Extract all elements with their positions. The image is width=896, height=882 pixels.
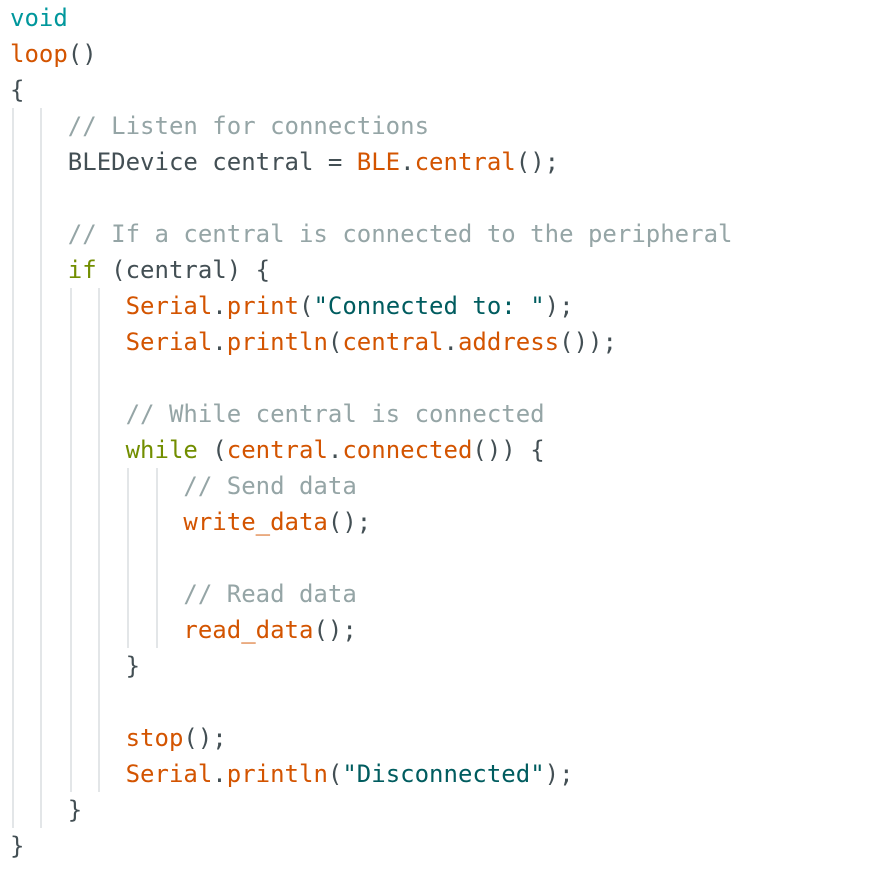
code-token: (central) { <box>96 256 271 284</box>
code-line[interactable]: while (central.connected()) { <box>10 432 545 468</box>
code-line[interactable]: // If a central is connected to the peri… <box>10 216 733 252</box>
code-token: ()) { <box>472 436 545 464</box>
code-token: ( <box>327 328 343 356</box>
code-token: ); <box>544 292 574 320</box>
indent-guide <box>127 468 129 648</box>
code-token: ( <box>327 760 343 788</box>
code-token: . <box>212 292 227 320</box>
code-token: (); <box>515 148 560 176</box>
code-token: void <box>10 4 68 32</box>
code-token: Serial <box>125 760 213 788</box>
code-line[interactable]: BLEDevice central = BLE.central(); <box>10 144 559 180</box>
code-token: central <box>342 328 444 356</box>
code-token <box>10 256 68 284</box>
code-token <box>10 292 126 320</box>
code-token: ( <box>299 292 314 320</box>
code-token: } <box>67 796 83 824</box>
code-token <box>10 580 183 608</box>
code-line[interactable]: Serial.print("Connected to: "); <box>10 288 574 324</box>
code-line[interactable]: // Listen for connections <box>10 108 429 144</box>
indent-guide <box>156 468 158 648</box>
code-token: println <box>226 328 328 356</box>
code-token: { <box>10 76 25 104</box>
code-token: . <box>212 328 227 356</box>
code-token: // Listen for connections <box>67 112 430 140</box>
code-token: while <box>125 436 198 464</box>
code-line[interactable]: } <box>10 648 140 684</box>
code-token: } <box>10 832 25 860</box>
code-token: connected <box>342 436 473 464</box>
code-token: . <box>443 328 458 356</box>
indent-guide <box>40 108 42 828</box>
code-line[interactable]: write_data(); <box>10 504 371 540</box>
code-token: println <box>226 760 328 788</box>
code-token <box>10 760 126 788</box>
code-line[interactable]: { <box>10 72 24 108</box>
code-token: if <box>67 256 97 284</box>
code-token: address <box>457 328 560 356</box>
code-token: BLE <box>356 148 401 176</box>
code-token: (); <box>313 616 357 644</box>
code-token: BLEDevice central = <box>67 148 357 176</box>
code-token <box>10 724 126 752</box>
code-token: // Read data <box>183 580 357 608</box>
code-token <box>10 400 126 428</box>
code-token <box>10 796 68 824</box>
code-token <box>10 652 126 680</box>
code-token: read_data <box>183 616 314 644</box>
code-token <box>10 220 68 248</box>
code-line[interactable]: } <box>10 828 24 864</box>
code-line[interactable]: Serial.println(central.address()); <box>10 324 617 360</box>
indent-guide <box>12 108 14 828</box>
code-token: Serial <box>125 328 213 356</box>
code-token: "Disconnected" <box>342 760 545 788</box>
code-token: // While central is connected <box>125 400 545 428</box>
code-token: "Connected to: " <box>313 292 545 320</box>
code-line[interactable]: } <box>10 792 82 828</box>
code-token: write_data <box>183 508 328 536</box>
code-token: . <box>400 148 415 176</box>
code-token <box>10 148 68 176</box>
indent-guide <box>70 288 72 792</box>
code-token <box>10 508 183 536</box>
code-token: ( <box>197 436 227 464</box>
code-token <box>10 112 68 140</box>
code-token: (); <box>327 508 372 536</box>
code-line[interactable]: // While central is connected <box>10 396 545 432</box>
code-token: . <box>327 436 343 464</box>
code-line[interactable]: // Send data <box>10 468 357 504</box>
code-token: print <box>226 292 299 320</box>
code-line[interactable]: loop() <box>10 36 97 72</box>
code-line[interactable]: // Read data <box>10 576 357 612</box>
code-token <box>10 616 183 644</box>
code-line[interactable]: stop(); <box>10 720 227 756</box>
code-token: stop <box>125 724 184 752</box>
code-line[interactable]: Serial.println("Disconnected"); <box>10 756 574 792</box>
code-line[interactable]: if (central) { <box>10 252 270 288</box>
code-token <box>10 472 183 500</box>
code-token: // If a central is connected to the peri… <box>67 220 733 248</box>
code-token: ); <box>544 760 574 788</box>
code-line[interactable]: read_data(); <box>10 612 357 648</box>
code-line[interactable]: void <box>10 0 68 36</box>
code-token: // Send data <box>183 472 357 500</box>
code-token: Serial <box>125 292 213 320</box>
code-token: } <box>125 652 141 680</box>
code-token: loop <box>10 40 68 68</box>
code-token <box>10 436 126 464</box>
indent-guide <box>98 288 100 792</box>
code-token <box>10 328 126 356</box>
code-token: () <box>67 40 97 68</box>
code-token: central <box>414 148 516 176</box>
code-token: central <box>226 436 328 464</box>
code-token: (); <box>183 724 227 752</box>
code-token: . <box>212 760 227 788</box>
code-token: ()); <box>559 328 617 356</box>
